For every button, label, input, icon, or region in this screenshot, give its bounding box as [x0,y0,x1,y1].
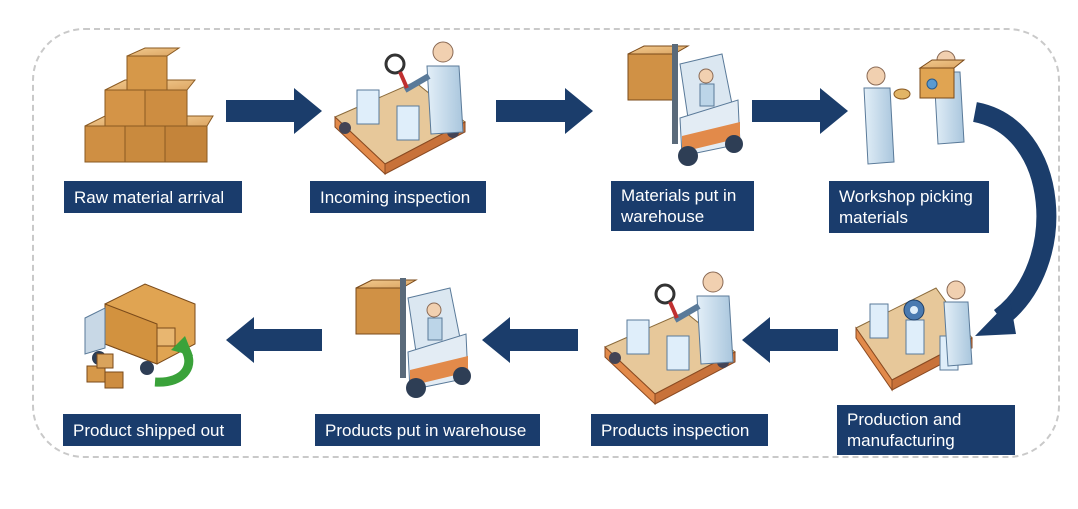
step-label-incoming-inspection: Incoming inspection [310,181,486,213]
step-label-products-put-in-warehouse: Products put in warehouse [315,414,540,446]
step-label-production-and-manufacturing: Production and manufacturing [837,405,1015,455]
conveyor-inspector-icon [334,41,466,176]
forklift-icon [355,278,471,398]
step-label-product-shipped-out: Product shipped out [63,414,241,446]
flow-arrow-3 [752,88,848,134]
forklift-icon [627,44,743,166]
flow-arrow-5 [482,317,578,363]
step-label-raw-material-arrival: Raw material arrival [64,181,242,213]
workers-handoff-icon [863,50,966,165]
flow-arrow-1 [226,88,322,134]
flow-arrow-4 [742,317,838,363]
flow-arrow-6 [226,317,322,363]
dashed-frame [32,28,1060,458]
step-label-materials-put-in-warehouse: Materials put in warehouse [611,181,754,231]
boxes-pyramid-icon [84,47,214,163]
step-label-products-inspection: Products inspection [591,414,768,446]
assembly-line-icon [855,280,973,392]
flow-arrow-2 [496,88,593,134]
step-label-workshop-picking-materials: Workshop picking materials [829,181,989,233]
flow-arrow-curved [972,102,1057,336]
delivery-truck-icon [84,283,196,389]
conveyor-inspector-icon [604,271,736,406]
